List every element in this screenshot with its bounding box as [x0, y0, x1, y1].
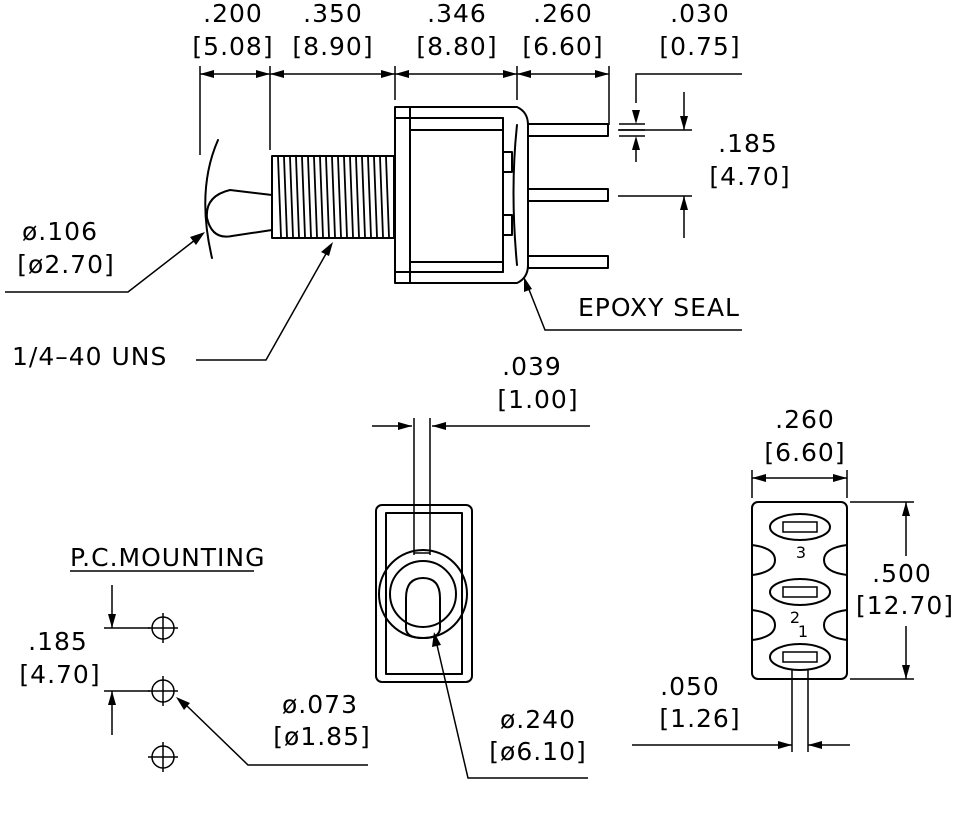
side-pins — [527, 123, 609, 269]
terminal-1 — [769, 643, 831, 671]
dim-line-185-side — [618, 92, 692, 238]
dim-260-mm: [6.60] — [522, 32, 603, 61]
terminal-label-3: 3 — [796, 543, 806, 562]
threaded-bushing — [271, 155, 395, 239]
dim-073-in: ø.073 — [282, 690, 358, 719]
dim-line-200 — [200, 70, 270, 78]
terminal-label-1: 1 — [798, 622, 808, 641]
dim-050-in: .050 — [660, 672, 720, 701]
thread-line — [289, 156, 294, 238]
dim-line-260 — [517, 70, 609, 78]
dim-line-350 — [270, 70, 395, 78]
thread-line — [319, 156, 324, 238]
dim-039-mm: [1.00] — [497, 385, 578, 414]
dim-106-mm: [ø2.70] — [17, 250, 114, 279]
dim-240-mm: [ø6.10] — [489, 737, 586, 766]
leader-240 — [432, 632, 588, 779]
dim-line-260-bottom — [751, 470, 848, 498]
dim-185-side-in: .185 — [718, 129, 778, 158]
bottom-view: .260 [6.60] 3 2 1 — [632, 405, 954, 752]
front-lever — [405, 577, 441, 639]
front-housing — [375, 504, 473, 683]
dim-260-bottom-in: .260 — [775, 405, 835, 434]
front-bushing-inner — [389, 560, 457, 628]
pc-hole-top — [148, 613, 178, 643]
thread-line — [277, 156, 282, 238]
dim-500-mm: [12.70] — [856, 591, 954, 620]
dim-line-185-pc — [104, 585, 150, 735]
dim-346-mm: [8.80] — [416, 32, 497, 61]
switch-body — [394, 106, 529, 284]
dim-line-050 — [632, 741, 850, 749]
dim-line-039 — [372, 418, 590, 555]
dim-240-in: ø.240 — [500, 705, 576, 734]
pc-mounting: P.C.MOUNTING .185 [4.70] ø.073 — [19, 543, 370, 772]
thread-label: 1/4–40 UNS — [12, 342, 167, 371]
thread-line — [325, 156, 330, 238]
bottom-housing — [751, 501, 848, 680]
side-view: .200 [5.08] .350 [8.90] .346 [8.80] .260… — [5, 0, 790, 371]
dim-185-side-mm: [4.70] — [709, 162, 790, 191]
toggle-swing-arc — [204, 139, 219, 259]
terminal-2 — [769, 578, 831, 606]
thread-line — [343, 156, 348, 238]
epoxy-seal-label: EPOXY SEAL — [578, 293, 740, 322]
thread-line — [361, 156, 366, 238]
thread-line — [313, 156, 318, 238]
terminal-3 — [769, 513, 831, 541]
dim-346-in: .346 — [427, 0, 487, 28]
dim-185-pc-mm: [4.70] — [19, 660, 100, 689]
dim-350-mm: [8.90] — [292, 32, 373, 61]
pc-hole-middle — [148, 676, 178, 706]
dim-106-in: ø.106 — [22, 217, 98, 246]
thread-line — [349, 156, 354, 238]
thread-line — [301, 156, 306, 238]
dim-line-346 — [395, 70, 517, 78]
front-view: .039 [1.00] ø.240 [ø6.10] — [372, 352, 590, 779]
thread-line — [385, 156, 390, 238]
pc-mounting-title: P.C.MOUNTING — [70, 543, 266, 572]
thread-line — [367, 156, 372, 238]
leader-073 — [176, 697, 368, 766]
thread-line — [283, 156, 288, 238]
thread-line — [379, 156, 384, 238]
leader-epoxy — [524, 277, 742, 331]
thread-line — [307, 156, 312, 238]
front-bushing-outer — [378, 549, 468, 639]
dim-500-in: .500 — [872, 559, 932, 588]
toggle-lever — [205, 189, 273, 238]
thread-line — [373, 156, 378, 238]
thread-line — [331, 156, 336, 238]
dim-260-bottom-mm: [6.60] — [764, 438, 845, 467]
pc-hole-bottom — [148, 742, 178, 772]
dim-030-in: .030 — [670, 0, 730, 28]
thread-line — [337, 156, 342, 238]
thread-line — [295, 156, 300, 238]
dim-200-mm: [5.08] — [192, 32, 273, 61]
dim-260-in: .260 — [533, 0, 593, 28]
dim-200-in: .200 — [203, 0, 263, 28]
dim-030-mm: [0.75] — [659, 32, 740, 61]
dim-185-pc-in: .185 — [28, 627, 88, 656]
dim-350-in: .350 — [303, 0, 363, 28]
dim-073-mm: [ø1.85] — [273, 722, 370, 751]
leader-106 — [5, 232, 205, 293]
leader-thread — [196, 242, 333, 361]
dim-050-mm: [1.26] — [659, 704, 740, 733]
terminal-label-2: 2 — [790, 608, 800, 627]
thread-line — [355, 156, 360, 238]
dim-039-in: .039 — [502, 352, 562, 381]
